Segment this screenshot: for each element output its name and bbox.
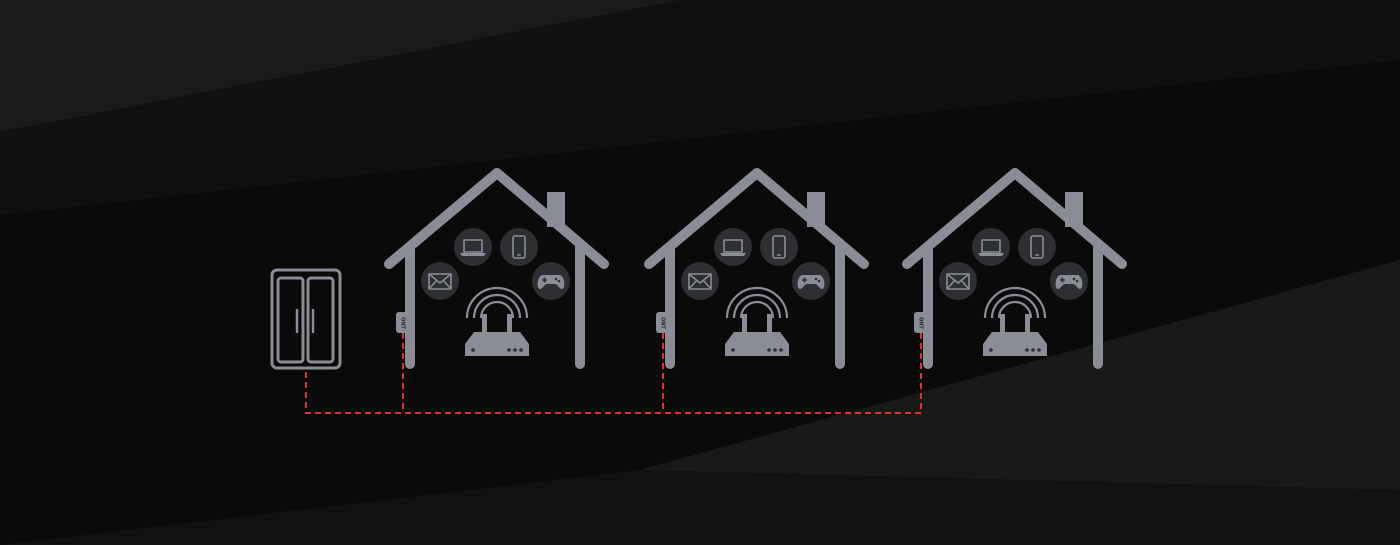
email-icon bbox=[939, 262, 977, 300]
gamepad-icon bbox=[792, 262, 830, 300]
email-icon bbox=[681, 262, 719, 300]
wifi-router-icon bbox=[983, 286, 1047, 356]
house-outline bbox=[384, 168, 609, 369]
ont-label: ONT bbox=[918, 317, 924, 329]
laptop-icon bbox=[972, 228, 1010, 266]
laptop-icon bbox=[454, 228, 492, 266]
wifi-router-icon bbox=[465, 286, 529, 356]
house-outline bbox=[902, 168, 1127, 369]
fiber-cable bbox=[305, 333, 922, 414]
ont-box: ONT bbox=[396, 312, 410, 333]
smartphone-icon bbox=[500, 228, 538, 266]
chimney bbox=[547, 192, 565, 227]
ont-label: ONT bbox=[400, 317, 406, 329]
laptop-icon bbox=[714, 228, 752, 266]
house-3: ONT bbox=[902, 168, 1127, 369]
chimney bbox=[1065, 192, 1083, 227]
cable-trunk bbox=[305, 372, 921, 414]
house-2: ONT bbox=[644, 168, 869, 369]
chimney bbox=[807, 192, 825, 227]
ont-box: ONT bbox=[914, 312, 928, 333]
wifi-router-icon bbox=[725, 286, 789, 356]
email-icon bbox=[421, 262, 459, 300]
smartphone-icon bbox=[1018, 228, 1056, 266]
ont-label: ONT bbox=[660, 317, 666, 329]
gamepad-icon bbox=[1050, 262, 1088, 300]
ont-box: ONT bbox=[656, 312, 670, 333]
fiber-distribution-cabinet-icon bbox=[270, 268, 342, 370]
smartphone-icon bbox=[760, 228, 798, 266]
house-outline bbox=[644, 168, 869, 369]
gamepad-icon bbox=[532, 262, 570, 300]
house-1: ONT bbox=[384, 168, 609, 369]
